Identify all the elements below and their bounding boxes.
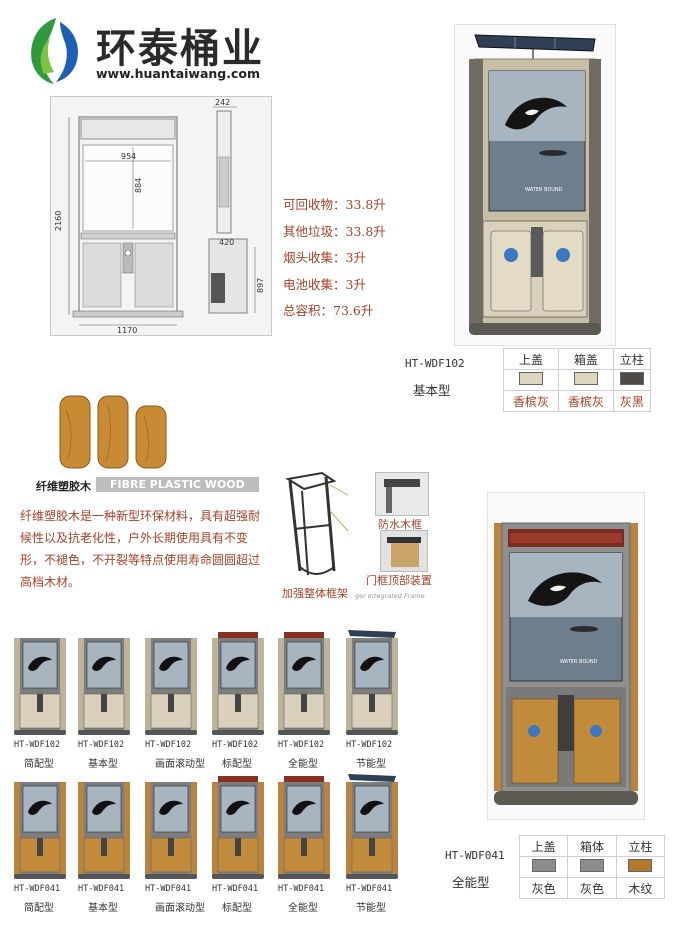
thumbnail-model-type: 节能型 xyxy=(356,903,386,914)
thumbnail-model-code: HT-WDF041 xyxy=(14,884,61,894)
frame-label-main: 加强整体框架 xyxy=(282,587,348,600)
wood-caption-en: FIBRE PLASTIC WOOD xyxy=(96,477,259,492)
frame-label-door: 门框顶部装置 xyxy=(366,574,432,587)
color-table-full: 上盖 箱体 立柱 灰色 灰色 木纹 xyxy=(518,835,666,899)
color-header: 上盖 xyxy=(503,348,559,370)
thumbnail-image[interactable] xyxy=(208,628,268,738)
dim-total-height: 2160 xyxy=(54,211,63,231)
color-table-basic: 上盖 箱盖 立柱 香槟灰 香槟灰 灰黑 xyxy=(503,348,652,412)
wood-description: 纤维塑胶木是一种新型环保材料，具有超强耐候性以及抗老化性，户外长期使用具有不变形… xyxy=(20,509,261,589)
brand-logo-icon xyxy=(31,18,79,84)
thumbnail-image[interactable] xyxy=(342,772,402,882)
frame-diagram-icon xyxy=(285,471,349,576)
color-name: 木纹 xyxy=(615,877,666,899)
thumbnail-model-type: 基本型 xyxy=(88,759,118,770)
dim-panel-height: 884 xyxy=(134,178,143,193)
dim-bin-height: 897 xyxy=(256,278,265,293)
brand-name: 环泰桶业 xyxy=(96,26,264,72)
model-type-basic: 基本型 xyxy=(413,383,451,398)
thumbnail-model-type: 节能型 xyxy=(356,759,386,770)
spec-recyclable: 可回收物：33.8升 xyxy=(283,197,386,212)
thumbnail-model-type: 画面滚动型 xyxy=(155,903,205,914)
color-header: 箱盖 xyxy=(557,348,614,370)
thumbnail-model-type: 标配型 xyxy=(222,759,252,770)
thumbnail-model-code: HT-WDF102 xyxy=(346,740,393,750)
dim-panel-width: 954 xyxy=(121,152,136,161)
model-code-full: HT-WDF041 xyxy=(445,849,505,862)
thumbnail-model-code: HT-WDF102 xyxy=(14,740,61,750)
thumbnail-model-code: HT-WDF041 xyxy=(78,884,125,894)
capacity-specs: 可回收物：33.8升 其他垃圾：33.8升 烟头收集：3升 电池收集：3升 总容… xyxy=(283,192,386,325)
thumbnail-image[interactable] xyxy=(141,772,201,882)
thumbnail-image[interactable] xyxy=(10,772,70,882)
thumbnail-image[interactable] xyxy=(10,628,70,738)
thumbnail-image[interactable] xyxy=(74,772,134,882)
thumbnail-model-code: HT-WDF102 xyxy=(78,740,125,750)
waterproof-frame-detail xyxy=(375,472,429,516)
thumbnail-model-type: 简配型 xyxy=(24,903,54,914)
technical-drawing: 2160 1170 954 884 242 420 897 xyxy=(50,96,272,336)
spec-other-waste: 其他垃圾：33.8升 xyxy=(283,223,386,239)
spec-battery: 电池收集：3升 xyxy=(283,276,366,292)
thumbnail-model-type: 基本型 xyxy=(88,903,118,914)
color-name: 香槟灰 xyxy=(503,390,559,412)
thumbnail-model-type: 标配型 xyxy=(222,903,252,914)
thumbnail-image[interactable] xyxy=(74,628,134,738)
wood-sample xyxy=(22,390,250,490)
thumbnail-image[interactable] xyxy=(208,772,268,882)
color-swatch xyxy=(518,372,543,385)
thumbnail-model-code: HT-WDF041 xyxy=(212,884,259,894)
model-type-full: 全能型 xyxy=(452,875,490,890)
thumbnail-image[interactable] xyxy=(342,628,402,738)
spec-cigarette: 烟头收集：3升 xyxy=(283,250,366,265)
frame-label-en: ger Integrated Frame xyxy=(355,592,425,600)
thumbnail-model-type: 全能型 xyxy=(288,759,318,770)
color-swatch xyxy=(619,372,644,385)
color-name: 灰色 xyxy=(518,877,569,899)
model-code-basic: HT-WDF102 xyxy=(405,357,465,370)
thumbnail-model-type: 简配型 xyxy=(24,759,54,770)
thumbnail-model-code: HT-WDF102 xyxy=(212,740,259,750)
thumbnail-model-code: HT-WDF041 xyxy=(346,884,393,894)
thumbnail-image[interactable] xyxy=(274,628,334,738)
product-photo-basic: WATER BOUND xyxy=(454,24,616,346)
thumbnail-model-code: HT-WDF102 xyxy=(278,740,325,750)
dim-base-depth: 420 xyxy=(219,238,234,247)
door-top-detail xyxy=(380,530,428,572)
color-header: 箱体 xyxy=(567,835,617,857)
color-header: 立柱 xyxy=(615,835,666,857)
color-name: 灰黑 xyxy=(612,390,652,412)
color-swatch xyxy=(628,859,653,872)
spec-total: 总容积：73.6升 xyxy=(283,303,374,318)
product-photo-full: WATER BOUND xyxy=(487,492,645,820)
color-swatch xyxy=(573,372,598,385)
thumbnail-model-type: 画面滚动型 xyxy=(155,759,205,770)
color-header: 立柱 xyxy=(612,348,652,370)
color-name: 灰色 xyxy=(567,877,617,899)
thumbnail-model-code: HT-WDF041 xyxy=(145,884,192,894)
thumbnail-image[interactable] xyxy=(141,628,201,738)
brand-url[interactable]: www.huantaiwang.com xyxy=(96,66,261,81)
color-header: 上盖 xyxy=(518,835,569,857)
thumbnail-model-type: 全能型 xyxy=(288,903,318,914)
thumbnail-model-code: HT-WDF102 xyxy=(145,740,192,750)
dim-total-width: 1170 xyxy=(117,326,137,335)
dim-side-depth: 242 xyxy=(215,98,230,107)
color-swatch xyxy=(579,859,604,872)
frame-label-waterproof: 防水木框 xyxy=(378,518,422,531)
poster-caption: WATER BOUND xyxy=(560,659,598,665)
color-swatch xyxy=(531,859,556,872)
thumbnail-image[interactable] xyxy=(274,772,334,882)
poster-caption: WATER BOUND xyxy=(525,187,563,193)
wood-caption-cn: 纤维塑胶木 xyxy=(36,480,91,493)
thumbnail-model-code: HT-WDF041 xyxy=(278,884,325,894)
color-name: 香槟灰 xyxy=(557,390,614,412)
